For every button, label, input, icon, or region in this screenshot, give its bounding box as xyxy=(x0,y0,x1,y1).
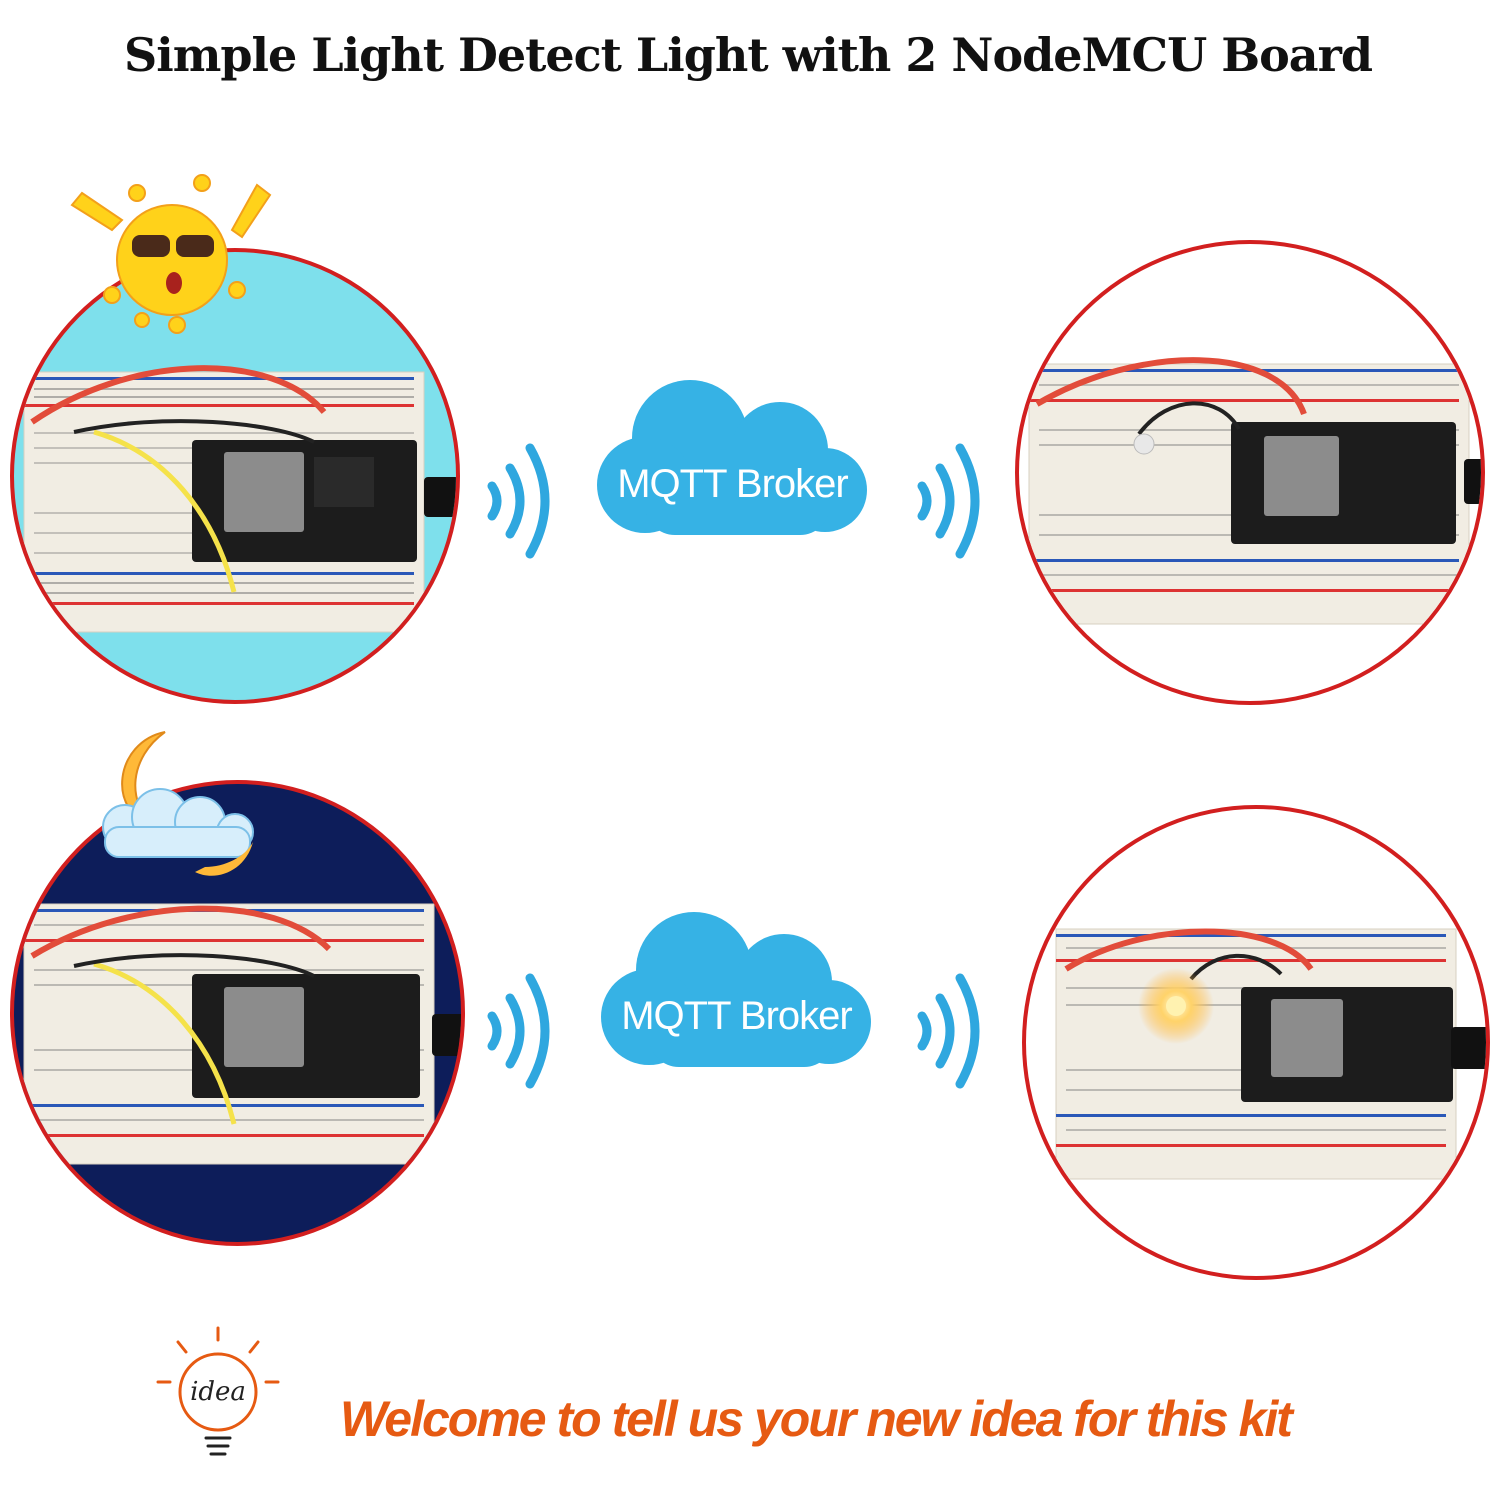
wifi-waves-icon xyxy=(487,973,550,1089)
page-title: Simple Light Detect Light with 2 NodeMCU… xyxy=(124,28,1373,82)
breadboard-with-ldr-sensor xyxy=(23,903,461,1165)
breadboard-with-led-on xyxy=(1055,928,1486,1180)
wifi-waves-icon xyxy=(917,443,980,559)
led-on-circle xyxy=(1022,805,1490,1280)
mqtt-broker-cloud-bottom: MQTT Broker xyxy=(594,902,879,1077)
idea-icon-text: idea xyxy=(190,1377,246,1407)
wifi-waves-icon xyxy=(917,973,980,1089)
day-sensor-circle xyxy=(10,248,460,704)
breadboard-with-ldr-sensor xyxy=(23,365,456,633)
moon-cloud-icon xyxy=(102,731,254,876)
mqtt-broker-label: MQTT Broker xyxy=(621,994,853,1038)
cloud-icon xyxy=(597,380,867,535)
mqtt-broker-label: MQTT Broker xyxy=(617,462,849,506)
breadboard-with-led-off xyxy=(1028,357,1481,625)
mqtt-broker-cloud-top: MQTT Broker xyxy=(590,370,875,545)
cloud-icon xyxy=(601,912,871,1067)
footer-tagline: Welcome to tell us your new idea for thi… xyxy=(340,1391,1293,1447)
sun-icon xyxy=(70,174,272,334)
lightbulb-idea-icon: idea xyxy=(156,1326,280,1456)
led-off-circle xyxy=(1015,240,1485,705)
wifi-waves-icon xyxy=(487,443,550,559)
